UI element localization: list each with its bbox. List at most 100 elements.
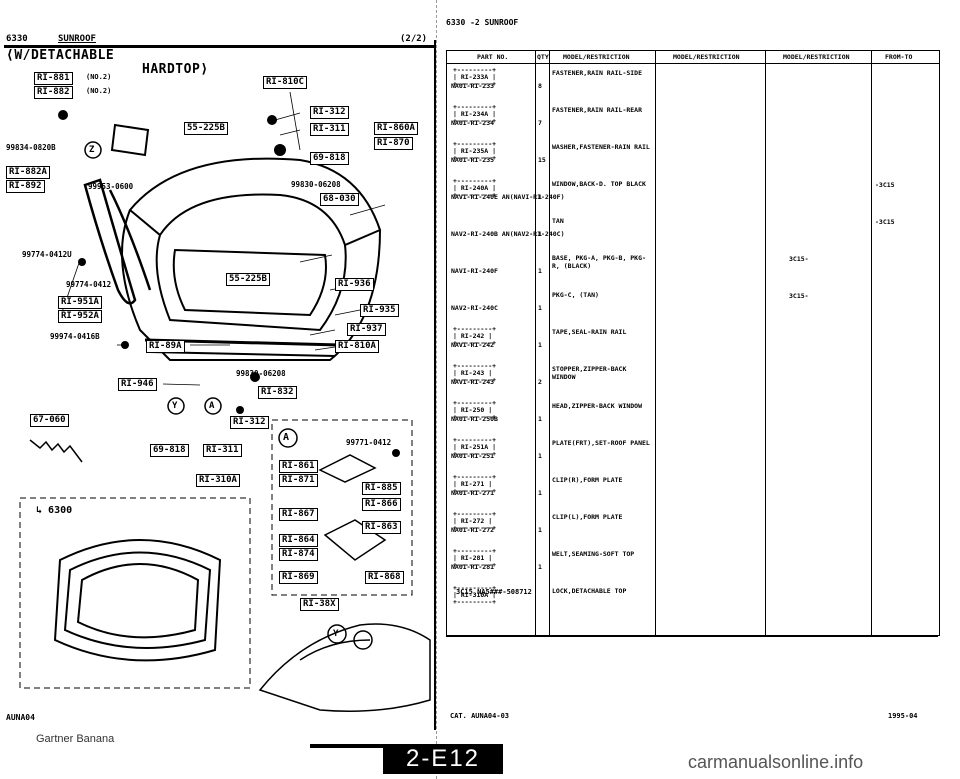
ref-label: RI-871 <box>279 474 318 487</box>
marker-y: Y <box>172 401 178 411</box>
part-number-cell: NAV2-RI-240C <box>451 304 498 312</box>
ref-label: 67-060 <box>30 414 69 427</box>
part-number: 99774-0412 <box>66 280 112 289</box>
diagram-page: 6330 SUNROOF (2/2) ⟨W/DETACHABLE HARDTOP… <box>0 0 440 779</box>
ref-label: RI-810A <box>335 340 379 353</box>
description-cell: PLATE(FRT),SET-ROOF PANEL <box>552 439 650 447</box>
hardtop-roof <box>128 157 382 247</box>
ref-label: RI-310A <box>196 474 240 487</box>
parts-table: PART NO. QTY MODEL/RESTRICTION MODEL/RES… <box>446 50 940 636</box>
ref-label: RI-311 <box>310 123 349 136</box>
description-cell: LOCK,DETACHABLE TOP <box>552 587 627 595</box>
ref-label: RI-882A <box>6 166 50 179</box>
description-cell: WELT,SEAMING-SOFT TOP <box>552 550 635 558</box>
description-cell: CLIP(L),FORM PLATE <box>552 513 623 521</box>
ref-label: RI-951A <box>58 296 102 309</box>
table-row: +---------+ | RI-243 | +---------+NAVI-R… <box>447 361 939 393</box>
table-row: +---------+ | RI-242 | +---------+NAVI-R… <box>447 324 939 356</box>
page-divider <box>434 40 436 730</box>
left-footer-code: AUNA04 <box>6 713 35 722</box>
ref-number: +---------+ | RI-243 | +---------+ <box>453 362 497 384</box>
table-row: +---------+ | RI-251A | +---------+NA0I-… <box>447 435 939 467</box>
ref-label: RI-89A <box>146 340 185 353</box>
catalog-date: 1995-04 <box>888 712 918 720</box>
col-header: MODEL/RESTRICTION <box>783 53 850 61</box>
rear-window-frame <box>155 234 347 332</box>
description-cell: STOPPER,ZIPPER-BACK WINDOW <box>552 365 627 381</box>
ref-label: RI-38X <box>300 598 339 611</box>
ref-number: +---------+ | RI-271 | +---------+ <box>453 473 497 495</box>
qty-cell: 1 <box>538 563 542 571</box>
page-indicator: (2/2) <box>400 34 428 44</box>
table-row: +---------+ | RI-235A | +---------+NA0I-… <box>447 139 939 171</box>
lock-inset-frame <box>271 419 413 596</box>
ref-label: RI-861 <box>279 460 318 473</box>
scanner-watermark: Gartner Banana <box>36 733 115 745</box>
ref-number: +---------+ | RI-250 | +---------+ <box>453 399 497 421</box>
col-header: MODEL/RESTRICTION <box>673 53 740 61</box>
part-number-cell: NA0I-RI-235 <box>451 156 495 164</box>
ref-label: RI-867 <box>279 508 318 521</box>
ref-label: RI-864 <box>279 534 318 547</box>
col-header: QTY <box>537 53 549 61</box>
part-number: 99974-0416B <box>50 332 100 341</box>
site-watermark: carmanualsonline.info <box>688 752 864 772</box>
ref-label: 55-225B <box>184 122 228 135</box>
ref-label: RI-885 <box>362 482 401 495</box>
ref-number: +---------+ | RI-240A | +---------+ <box>453 177 497 199</box>
ref-number: +---------+ | RI-234A | +---------+ <box>453 103 497 125</box>
side-weatherstrip-left <box>83 178 137 305</box>
qty-cell: 1 <box>538 304 542 312</box>
to-code-cell: -3C15 <box>875 218 895 226</box>
col-header: PART NO. <box>477 53 509 61</box>
header-rule <box>4 45 436 48</box>
description-cell: FASTENER,RAIN RAIL-REAR <box>552 106 643 114</box>
ref-label: RI-832 <box>258 386 297 399</box>
table-row: +---------+ | RI-281 | +---------+NA0I-R… <box>447 546 939 578</box>
screw-part <box>58 110 68 120</box>
part-number-cell: NA0I-RI-250B <box>451 415 498 423</box>
ref-label: RI-868 <box>365 571 404 584</box>
rear-window-glass <box>172 248 327 317</box>
marker-a: A <box>209 401 215 411</box>
catalog-code: CAT. AUNA04-03 <box>450 712 510 720</box>
ref-label: RI-881 <box>34 72 73 85</box>
ref-note: (NO.2) <box>86 87 112 95</box>
part-number: 99953-0600 <box>88 182 134 191</box>
ref-number: +---------+ | RI-233A | +---------+ <box>453 66 497 88</box>
ref-label: RI-874 <box>279 548 318 561</box>
part-number-cell: NAV2-RI-240B AN(NAV2-RI-240C) <box>451 230 565 238</box>
page-fold-line <box>436 0 438 779</box>
ref-label: 68-030 <box>320 193 359 206</box>
ref-label: RI-312 <box>230 416 269 429</box>
col-header: FROM-TO <box>885 53 913 61</box>
qty-cell: 7 <box>538 119 542 127</box>
ref-number: +---------+ | RI-242 | +---------+ <box>453 325 497 347</box>
description-cell: FASTENER,RAIN RAIL-SIDE <box>552 69 643 77</box>
part-number: 99830-06208 <box>236 369 286 378</box>
ref-label: RI-892 <box>6 180 45 193</box>
section-code: 6330 <box>6 34 28 44</box>
ref-label: RI-937 <box>347 323 386 336</box>
ref-label: RI-312 <box>310 106 349 119</box>
part-number-cell: NA0I-RI-233 <box>451 82 495 90</box>
marker-y-car: Y <box>333 629 339 639</box>
ref-number: +---------+ | RI-310A | +---------+ <box>453 584 497 606</box>
qty-cell: 8 <box>538 82 542 90</box>
part-number-cell: NAVI-RI-240F <box>451 267 498 275</box>
inset-label: ↳ 6300 <box>36 505 73 516</box>
part-number: 99774-0412U <box>22 250 72 259</box>
section-title: SUNROOF <box>58 34 96 44</box>
qty-cell: 2 <box>538 378 542 386</box>
page-tab: 2-E12 <box>383 744 503 774</box>
qty-cell: 1 <box>538 193 542 201</box>
part-number-cell: NA0I-RI-271 <box>451 489 495 497</box>
qty-cell: 1 <box>538 415 542 423</box>
catalog-page: 6330 -2 SUNROOF PART NO. QTY MODEL/RESTR… <box>440 0 960 779</box>
exploded-diagram <box>19 91 431 712</box>
description-cell: WINDOW,BACK-D. TOP BLACK <box>552 180 646 188</box>
part-number-cell: NA0I-RI-281 <box>451 563 495 571</box>
